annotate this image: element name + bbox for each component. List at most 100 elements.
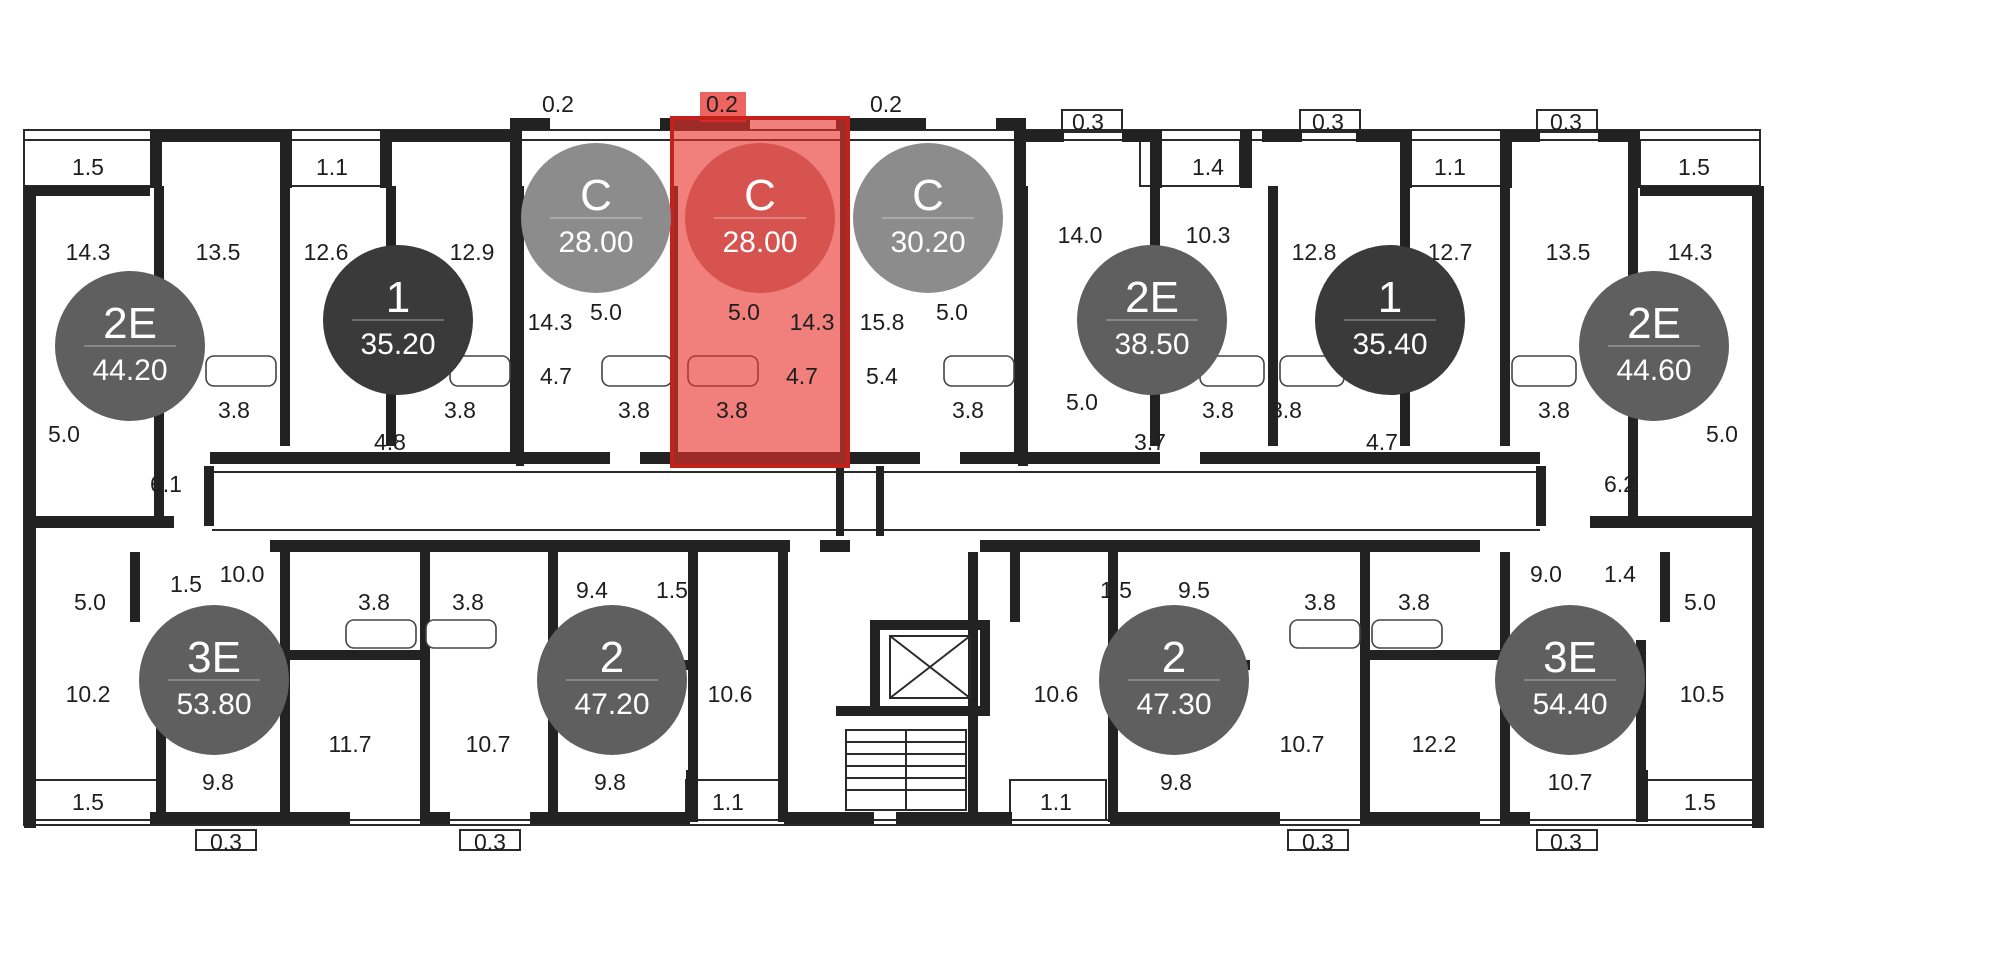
apartment-type: C: [744, 171, 776, 220]
room-area: 14.3: [528, 309, 573, 335]
room-area: 0.3: [210, 829, 242, 855]
room-area: 1.5: [656, 577, 688, 603]
room-area-labels: 0.2 0.2 0.2 0.3 0.3 0.3 1.5 1.1 1.4 1.1 …: [48, 91, 1738, 855]
room-area: 1.1: [712, 789, 744, 815]
room-area: 3.8: [1270, 397, 1302, 423]
apartment-badge[interactable]: 1 35.20: [323, 245, 473, 395]
room-area: 9.8: [202, 769, 234, 795]
room-area: 12.9: [450, 239, 495, 265]
apartment-type: 2: [1162, 633, 1186, 682]
apartment-type: C: [912, 171, 944, 220]
room-area: 4.7: [1366, 429, 1398, 455]
stair-and-elevator: [845, 635, 971, 811]
apartment-type: 1: [1378, 273, 1402, 322]
apartment-badge[interactable]: 2E 38.50: [1077, 245, 1227, 395]
apartment-badge[interactable]: 1 35.40: [1315, 245, 1465, 395]
apartment-area: 47.20: [574, 688, 649, 721]
room-area: 0.3: [1302, 829, 1334, 855]
apartment-badge[interactable]: C 30.20: [853, 143, 1003, 293]
room-area: 9.0: [1530, 561, 1562, 587]
apartment-area: 53.80: [176, 688, 251, 721]
bathroom-fixtures: [205, 355, 1577, 649]
room-area: 0.2: [706, 91, 738, 117]
apartment-area: 54.40: [1532, 688, 1607, 721]
room-area: 0.2: [870, 91, 902, 117]
room-area: 5.0: [936, 299, 968, 325]
apartment-type: 3E: [187, 633, 241, 682]
room-area: 1.5: [72, 154, 104, 180]
room-area: 10.7: [1280, 731, 1325, 757]
room-area: 14.3: [66, 239, 111, 265]
apartment-badge[interactable]: 2E 44.20: [55, 271, 205, 421]
apartment-area: 44.60: [1616, 354, 1691, 387]
apartment-badge[interactable]: 2E 44.60: [1579, 271, 1729, 421]
apartment-type: 2E: [1627, 299, 1681, 348]
room-area: 4.7: [786, 363, 818, 389]
room-area: 3.8: [444, 397, 476, 423]
room-area: 14.3: [1668, 239, 1713, 265]
room-area: 5.4: [866, 363, 898, 389]
apartment-type: 3E: [1543, 633, 1597, 682]
room-area: 3.8: [1304, 589, 1336, 615]
room-area: 1.4: [1192, 154, 1224, 180]
room-area: 5.0: [590, 299, 622, 325]
apartment-type: 2E: [1125, 273, 1179, 322]
apartment-type: C: [580, 171, 612, 220]
room-area: 3.8: [1538, 397, 1570, 423]
apartment-area: 30.20: [890, 226, 965, 259]
room-area: 5.0: [728, 299, 760, 325]
apartment-area: 38.50: [1114, 328, 1189, 361]
room-area: 1.5: [1678, 154, 1710, 180]
room-area: 1.1: [316, 154, 348, 180]
room-area: 12.8: [1292, 239, 1337, 265]
room-area: 0.3: [1550, 829, 1582, 855]
room-area: 14.3: [790, 309, 835, 335]
room-area: 0.3: [474, 829, 506, 855]
apartment-area: 44.20: [92, 354, 167, 387]
room-area: 10.6: [708, 681, 753, 707]
room-area: 5.0: [1684, 589, 1716, 615]
room-area: 3.8: [358, 589, 390, 615]
apartment-area: 35.20: [360, 328, 435, 361]
room-area: 3.7: [1134, 429, 1166, 455]
room-area: 0.3: [1072, 109, 1104, 135]
apartment-type: 2: [600, 633, 624, 682]
room-area: 9.4: [576, 577, 608, 603]
room-area: 1.5: [170, 571, 202, 597]
room-area: 15.8: [860, 309, 905, 335]
room-area: 11.7: [328, 731, 371, 757]
room-area: 1.5: [72, 789, 104, 815]
apartment-badge[interactable]: C 28.00: [685, 143, 835, 293]
room-area: 6.2: [1604, 471, 1636, 497]
room-area: 12.2: [1412, 731, 1457, 757]
room-area: 4.8: [374, 429, 406, 455]
room-area: 10.6: [1034, 681, 1079, 707]
room-area: 13.5: [1546, 239, 1591, 265]
room-area: 10.7: [1548, 769, 1593, 795]
room-area: 3.8: [218, 397, 250, 423]
apartment-badge[interactable]: 3E 54.40: [1495, 605, 1645, 755]
room-area: 1.1: [1040, 789, 1072, 815]
room-area: 0.2: [542, 91, 574, 117]
room-area: 12.6: [304, 239, 349, 265]
room-area: 14.0: [1058, 222, 1103, 248]
apartment-badges[interactable]: 2E 44.20 1 35.20 C 28.00 C 28.00 C 30.20…: [55, 143, 1729, 755]
apartment-badge[interactable]: C 28.00: [521, 143, 671, 293]
room-area: 9.8: [1160, 769, 1192, 795]
room-area: 1.1: [1434, 154, 1466, 180]
apartment-badge[interactable]: 3E 53.80: [139, 605, 289, 755]
room-area: 13.5: [196, 239, 241, 265]
room-area: 0.3: [1550, 109, 1582, 135]
room-area: 3.8: [1202, 397, 1234, 423]
room-area: 5.0: [48, 421, 80, 447]
room-area: 4.7: [540, 363, 572, 389]
room-area: 6.1: [150, 471, 182, 497]
apartment-badge[interactable]: 2 47.20: [537, 605, 687, 755]
apartment-badge[interactable]: 2 47.30: [1099, 605, 1249, 755]
room-area: 10.5: [1680, 681, 1725, 707]
room-area: 3.8: [716, 397, 748, 423]
apartment-area: 47.30: [1136, 688, 1211, 721]
apartment-type: 2E: [103, 299, 157, 348]
room-area: 10.7: [466, 731, 511, 757]
